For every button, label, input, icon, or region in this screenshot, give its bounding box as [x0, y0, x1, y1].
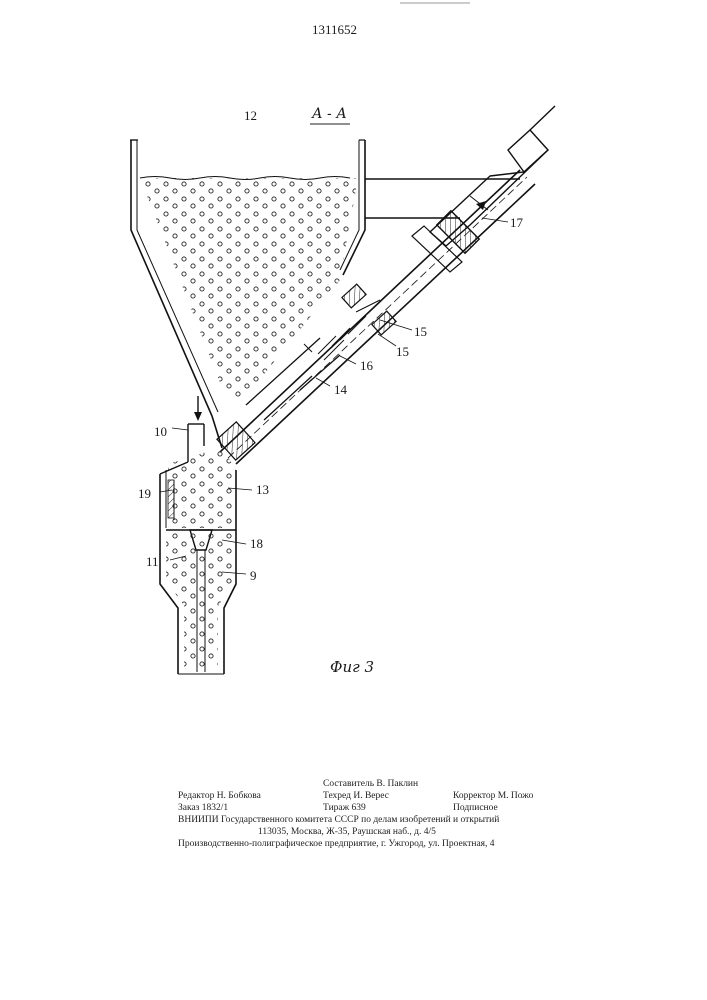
spring-16	[304, 316, 366, 360]
imprint-row-3: Заказ 1832/1 Тираж 639 Подписное	[178, 802, 568, 814]
hopper-12	[130, 140, 365, 448]
callout-15b: 15	[396, 344, 409, 359]
imprint-address: 113035, Москва, Ж-35, Раушская наб., д. …	[178, 826, 568, 838]
section-label: А - А	[311, 106, 347, 122]
imprint-printing: Производственно-полиграфическое предприя…	[178, 838, 568, 850]
inlet-pipe-10	[188, 396, 204, 462]
imprint-editor: Редактор Н. Бобкова	[178, 790, 323, 802]
imprint-corrector: Корректор М. Пожо	[453, 790, 533, 802]
callout-13: 13	[256, 482, 269, 497]
callout-18: 18	[250, 536, 263, 551]
imprint-techred: Техред И. Верес	[323, 790, 453, 802]
callout-15a: 15	[414, 324, 427, 339]
actuator-17	[412, 106, 555, 272]
imprint-row-1: Составитель В. Паклин	[178, 778, 568, 790]
imprint-subscription: Подписное	[453, 802, 498, 814]
callout-10: 10	[154, 424, 167, 439]
callout-14: 14	[334, 382, 348, 397]
imprint-row-2: Редактор Н. Бобкова Техред И. Верес Корр…	[178, 790, 568, 802]
callout-12: 12	[244, 108, 257, 123]
imprint-order: Заказ 1832/1	[178, 802, 323, 814]
figure-label: Фиг 3	[330, 658, 374, 676]
callout-19: 19	[138, 486, 151, 501]
patent-number: 1311652	[312, 22, 357, 37]
imprint-block: Составитель В. Паклин Редактор Н. Бобков…	[178, 778, 568, 850]
imprint-compiler: Составитель В. Паклин	[323, 778, 418, 790]
callout-16: 16	[360, 358, 374, 373]
callout-11: 11	[146, 554, 159, 569]
imprint-institute: ВНИИПИ Государственного комитета СССР по…	[178, 814, 568, 826]
body-9	[160, 532, 236, 674]
flange-15	[342, 284, 396, 335]
imprint-circulation: Тираж 639	[323, 802, 453, 814]
callout-17: 17	[510, 215, 524, 230]
callout-9: 9	[250, 568, 257, 583]
